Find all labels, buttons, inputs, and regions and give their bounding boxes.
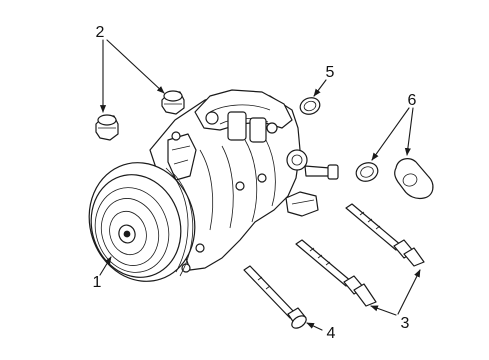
leader-2-upper xyxy=(106,39,165,94)
leader-6-seal xyxy=(371,107,410,161)
callout-5: 5 xyxy=(326,64,335,81)
gasket-plate xyxy=(394,158,434,200)
short-bolt xyxy=(243,265,307,329)
cap-upper xyxy=(161,90,185,115)
leader-3-upper xyxy=(397,269,421,315)
leader-6-gasket xyxy=(404,107,414,156)
callout-2: 2 xyxy=(96,24,105,41)
leader-3-lower xyxy=(370,305,397,316)
leader-1 xyxy=(99,256,112,276)
callout-6: 6 xyxy=(408,92,417,109)
seal-ring xyxy=(355,162,379,182)
o-ring xyxy=(299,97,321,115)
callout-3: 3 xyxy=(401,315,410,332)
callout-1: 1 xyxy=(93,274,102,291)
cap-lower xyxy=(95,114,119,141)
compressor-assembly xyxy=(88,89,339,282)
long-bolt-upper xyxy=(345,203,425,267)
callout-4: 4 xyxy=(327,325,336,342)
leader-4 xyxy=(306,322,323,331)
leader-5 xyxy=(313,79,327,97)
long-bolt-lower xyxy=(295,239,377,307)
